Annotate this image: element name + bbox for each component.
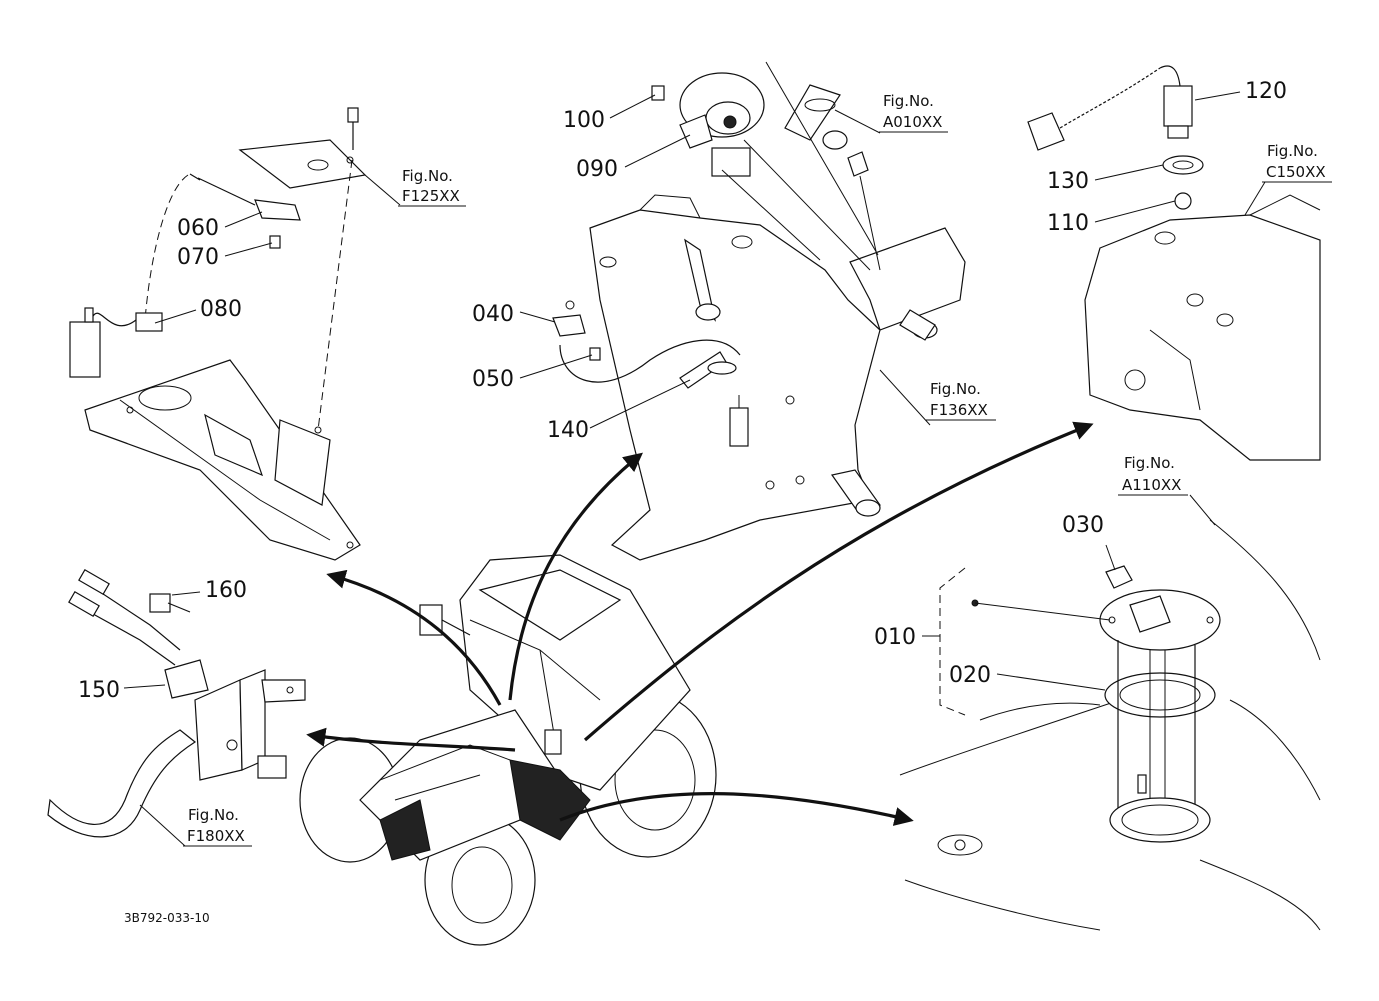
part-label-010: 010 [874, 625, 916, 650]
part-label-160: 160 [205, 578, 247, 603]
tractor-drawing [299, 554, 717, 946]
fig-ref-f180-code: F180XX [187, 827, 245, 845]
part-label-150: 150 [78, 678, 120, 703]
fig-ref-a110-prefix: Fig.No. [1124, 454, 1175, 472]
callout-arrows [306, 421, 1094, 826]
fig-ref-a110-code: A110XX [1122, 476, 1181, 494]
figure-reference-labels: Fig.No. F125XX Fig.No. A010XX Fig.No. C1… [183, 92, 1332, 847]
fig-ref-a010-code: A010XX [883, 113, 942, 131]
part-label-140: 140 [547, 418, 589, 443]
fig-ref-f125-prefix: Fig.No. [402, 167, 453, 185]
arrow-to-plate-bracket [326, 569, 502, 706]
arrow-to-pedal-bracket [508, 452, 643, 701]
fig-ref-a010: Fig.No. A010XX [879, 92, 948, 133]
part-label-100: 100 [563, 108, 605, 133]
fig-ref-f136: Fig.No. F136XX [926, 380, 996, 421]
fig-ref-a110: Fig.No. A110XX [1118, 454, 1188, 496]
part-label-020: 020 [949, 663, 991, 688]
fig-ref-f125-code: F125XX [402, 187, 460, 205]
arrow-to-switch-bracket [306, 727, 516, 752]
fig-ref-f125: Fig.No. F125XX [398, 167, 466, 207]
fig-ref-c150-prefix: Fig.No. [1267, 142, 1318, 160]
part-number-labels: 060 070 080 100 090 040 050 140 120 130 … [78, 79, 1287, 703]
fig-ref-a010-prefix: Fig.No. [883, 92, 934, 110]
fig-ref-f136-code: F136XX [930, 401, 988, 419]
pedal-bracket-assembly-drawing [552, 61, 966, 561]
part-label-120: 120 [1245, 79, 1287, 104]
part-label-110: 110 [1047, 211, 1089, 236]
fig-ref-f180: Fig.No. F180XX [183, 806, 252, 847]
switch-bracket-assembly-drawing [47, 568, 306, 838]
fig-ref-c150-code: C150XX [1266, 163, 1326, 181]
plate-bracket-assembly-drawing [69, 107, 367, 561]
part-label-080: 080 [200, 297, 242, 322]
fig-ref-f180-prefix: Fig.No. [188, 806, 239, 824]
part-label-050: 050 [472, 367, 514, 392]
part-label-090: 090 [576, 157, 618, 182]
drawing-code: 3B792-033-10 [124, 911, 210, 925]
fuel-sender-assembly-drawing [899, 519, 1321, 931]
part-label-040: 040 [472, 302, 514, 327]
leader-lines [123, 91, 1266, 847]
fig-ref-c150: Fig.No. C150XX [1262, 142, 1332, 183]
part-label-030: 030 [1062, 513, 1104, 538]
sensor-housing-assembly-drawing [1027, 65, 1321, 461]
fig-ref-f136-prefix: Fig.No. [930, 380, 981, 398]
part-label-130: 130 [1047, 169, 1089, 194]
arrow-to-sensor-housing [583, 421, 1094, 742]
arrow-to-fuel-sender [559, 792, 914, 826]
part-label-060: 060 [177, 216, 219, 241]
part-label-070: 070 [177, 245, 219, 270]
